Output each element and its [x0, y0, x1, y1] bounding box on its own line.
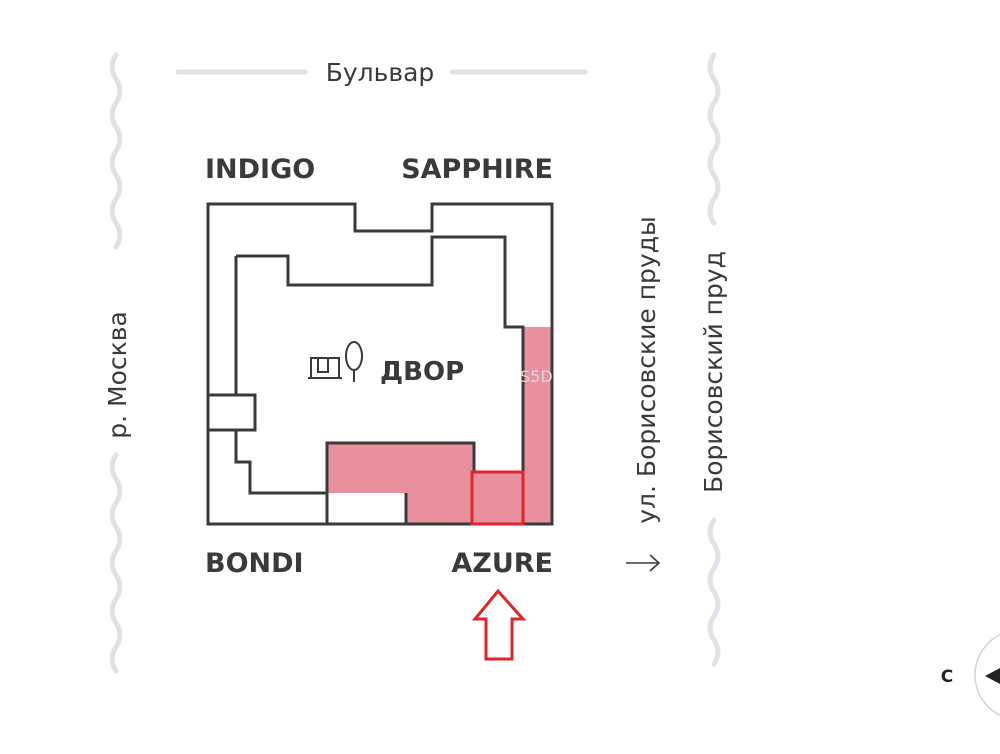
street-label-borisovskie: ул. Борисовские пруды [632, 216, 661, 523]
complex-outline [206, 202, 554, 526]
yard-label: ДВОР [380, 357, 464, 387]
river-label: р. Москва [103, 311, 132, 439]
arrow-up-outline-icon [471, 588, 527, 661]
selected-section-frame[interactable] [470, 470, 525, 526]
river-wave-left-bottom [109, 452, 123, 674]
pond-wave-right-bottom [707, 517, 721, 667]
arrow-right-icon [626, 554, 661, 572]
compass-letter: С [941, 667, 953, 687]
pond-label: Борисовский пруд [699, 251, 728, 493]
building-label-sapphire: SAPPHIRE [401, 154, 553, 185]
building-label-azure: AZURE [451, 548, 553, 579]
river-wave-left-top [109, 52, 123, 250]
street-label-boulevard: Бульвар [326, 58, 435, 87]
compass-icon [974, 633, 1000, 717]
building-label-indigo: INDIGO [205, 154, 315, 185]
watermark: S5D [520, 367, 553, 386]
pond-wave-right-top [707, 52, 721, 226]
playground-tree-icon [308, 341, 363, 382]
building-label-bondi: BONDI [205, 548, 304, 579]
